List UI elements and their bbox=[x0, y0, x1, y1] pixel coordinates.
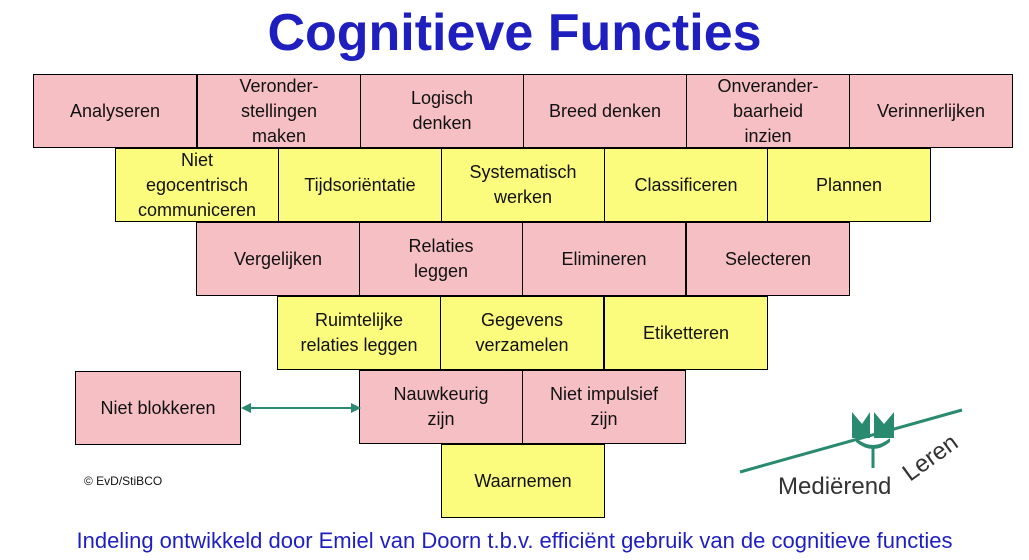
box-veronderstellingen-maken: Veronder- stellingen maken bbox=[197, 74, 361, 148]
box-elimineren: Elimineren bbox=[522, 222, 686, 296]
box-selecteren: Selecteren bbox=[686, 222, 850, 296]
box-relaties-leggen: Relaties leggen bbox=[359, 222, 523, 296]
box-waarnemen: Waarnemen bbox=[441, 444, 605, 518]
copyright-credit: © EvD/StiBCO bbox=[84, 474, 163, 488]
box-ruimtelijke-relaties-leggen: Ruimtelijke relaties leggen bbox=[277, 296, 441, 370]
mediërend-leren-logo: Mediërend Leren bbox=[739, 408, 964, 500]
plant-icon bbox=[852, 412, 894, 468]
box-breed-denken: Breed denken bbox=[523, 74, 687, 148]
box-tijdsorientatie: Tijdsoriëntatie bbox=[278, 148, 442, 222]
box-nauwkeurig-zijn: Nauwkeurig zijn bbox=[359, 370, 523, 444]
logo-word-mediërend: Mediërend bbox=[778, 473, 891, 500]
box-logisch-denken: Logisch denken bbox=[360, 74, 524, 148]
box-etiketteren: Etiketteren bbox=[604, 296, 768, 370]
box-analyseren: Analyseren bbox=[33, 74, 197, 148]
double-arrow-icon bbox=[241, 403, 361, 413]
box-systematisch-werken: Systematisch werken bbox=[441, 148, 605, 222]
box-onveranderbaarheid-inzien: Onverander- baarheid inzien bbox=[686, 74, 850, 148]
diagram-title: Cognitieve Functies bbox=[267, 4, 762, 62]
box-gegevens-verzamelen: Gegevens verzamelen bbox=[440, 296, 604, 370]
box-plannen: Plannen bbox=[767, 148, 931, 222]
box-vergelijken: Vergelijken bbox=[196, 222, 360, 296]
box-classificeren: Classificeren bbox=[604, 148, 768, 222]
footer-caption: Indeling ontwikkeld door Emiel van Doorn… bbox=[76, 528, 953, 553]
box-niet-impulsief-zijn: Niet impulsief zijn bbox=[522, 370, 686, 444]
logo-word-leren: Leren bbox=[898, 429, 964, 487]
box-niet-blokkeren: Niet blokkeren bbox=[75, 371, 241, 445]
box-verinnerlijken: Verinnerlijken bbox=[849, 74, 1013, 148]
box-niet-egocentrisch-communiceren: Niet egocentrisch communiceren bbox=[115, 148, 279, 222]
